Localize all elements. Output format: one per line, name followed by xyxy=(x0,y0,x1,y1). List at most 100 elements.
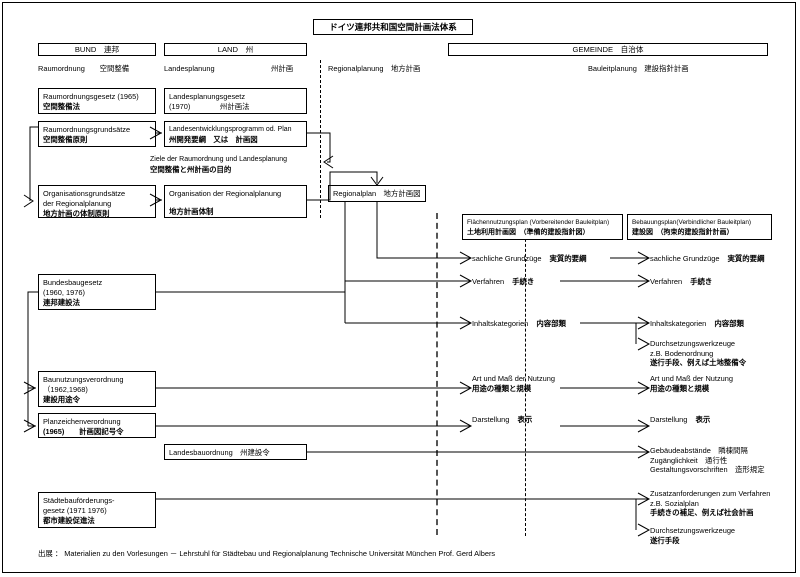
column-header-bund: BUND 連邦 xyxy=(38,43,156,56)
box-planzeichenverordnung-line1: Planzeichenverordnung xyxy=(43,417,121,426)
row-art-und-mass-bplan-jp: 用途の種類と規模 xyxy=(650,384,710,393)
row-durchsetzungswerkzeuge-1: Durchsetzungswerkzeuge z.B. Bodenordnung… xyxy=(650,339,746,368)
text-ziele-line2: 空間整備と州計画の目的 xyxy=(150,164,232,174)
column-header-land: LAND 州 xyxy=(164,43,307,56)
row-durchsetzungswerkzeuge-1-line3: 遂行手段、例えば土地整備令 xyxy=(650,358,747,367)
box-landesentwicklungsprogramm-line1: Landesentwicklungsprogramm od. Plan xyxy=(169,126,292,133)
column-subtitle-raumordnung: Raumordnung 空間整備 xyxy=(38,64,129,74)
row-sachliche-grundzuege-bplan: sachliche Grundzüge 実質的要綱 xyxy=(650,254,764,264)
box-organisation-regionalplanung-line1: Organisation der Regionalplanung xyxy=(169,189,282,198)
column-header-bund-label: BUND 連邦 xyxy=(74,45,120,54)
column-subtitle-bauleitplanung-label: Bauleitplanung 建設指針計画 xyxy=(588,64,689,73)
source-note-label: 出展 ： Materialien zu den Vorlesungen － Le… xyxy=(38,549,496,558)
text-ziele: Ziele der Raumordnung und Landesplanung … xyxy=(150,155,325,174)
column-header-land-label: LAND 州 xyxy=(217,45,254,54)
row-durchsetzungswerkzeuge-2: Durchsetzungswerkzeuge 遂行手段 xyxy=(650,526,735,545)
box-baunutzungsverordnung-line1: Baunutzungsverordnung xyxy=(43,375,124,384)
row-verfahren-bplan-de: Verfahren xyxy=(650,277,683,286)
box-planzeichenverordnung-line2: (1965) 計画図記号令 xyxy=(43,427,124,436)
box-planzeichenverordnung: Planzeichenverordnung (1965) 計画図記号令 xyxy=(38,413,156,438)
row-zusatzanforderungen-line1: Zusatzanforderungen zum Verfahren xyxy=(650,489,771,498)
box-landesplanungsgesetz: Landesplanungsgesetz (1970) 州計画法 xyxy=(164,88,307,114)
box-staedtebaufoerderungsgesetz-line3: 都市建設促進法 xyxy=(43,516,95,525)
row-inhaltskategorien-fnp: Inhaltskategorien 内容部類 xyxy=(472,319,566,329)
box-flaechennutzungsplan-line2: 土地利用計画図 （準備的建設指針図） xyxy=(467,229,590,236)
box-landesentwicklungsprogramm: Landesentwicklungsprogramm od. Plan 州開発要… xyxy=(164,121,307,147)
diagram-title-box: ドイツ連邦共和国空間計画法体系 xyxy=(313,19,473,35)
row-darstellung-bplan-de: Darstellung xyxy=(650,415,688,424)
divider-fnp-bplan xyxy=(525,214,526,536)
row-gebaeudeabstaende-line1: Gebäudeabstände 隣棟間隔 xyxy=(650,446,748,455)
box-staedtebaufoerderungsgesetz: Städtebauförderungs- gesetz (1971 1976) … xyxy=(38,492,156,528)
row-sachliche-grundzuege-fnp-de: sachliche Grundzüge xyxy=(472,254,542,263)
column-subtitle-landesplanung-jp-label: 州計画 xyxy=(271,64,294,73)
box-bebauungsplan: Bebauungsplan(Verbindlicher Bauleitplan)… xyxy=(627,214,772,240)
box-organisationsgrundsaetze: Organisationsgrundsätze der Regionalplan… xyxy=(38,185,156,218)
row-gebaeudeabstaende: Gebäudeabstände 隣棟間隔 Zugänglichkeit 通行性 … xyxy=(650,446,765,475)
row-durchsetzungswerkzeuge-2-line1: Durchsetzungswerkzeuge xyxy=(650,526,736,535)
row-inhaltskategorien-bplan: Inhaltskategorien 内容部類 xyxy=(650,319,744,329)
box-landesbauordnung-line1: Landesbauordnung 州建設令 xyxy=(169,448,270,457)
diagram-title: ドイツ連邦共和国空間計画法体系 xyxy=(329,22,457,32)
source-note: 出展 ： Materialien zu den Vorlesungen － Le… xyxy=(38,548,495,559)
box-bundesbaugesetz: Bundesbaugesetz (1960, 1976) 連邦建設法 xyxy=(38,274,156,310)
row-art-und-mass-fnp: Art und Maß der Nutzung 用途の種類と規模 xyxy=(472,374,555,394)
column-subtitle-landesplanung-label: Landesplanung xyxy=(164,64,215,73)
box-bundesbaugesetz-line3: 連邦建設法 xyxy=(43,298,80,307)
box-regionalplan-line1: Regionalplan 地方計画図 xyxy=(333,189,421,198)
column-subtitle-regionalplanung: Regionalplanung 地方計画 xyxy=(328,64,420,74)
box-bebauungsplan-line1: Bebauungsplan(Verbindlicher Bauleitplan) xyxy=(632,219,752,226)
row-zusatzanforderungen-line3: 手続きの補足、例えば社会計画 xyxy=(650,508,754,517)
row-verfahren-bplan-jp: 手続き xyxy=(690,277,713,286)
box-landesplanungsgesetz-line1: Landesplanungsgesetz xyxy=(169,92,246,101)
column-header-gemeinde: GEMEINDE 自治体 xyxy=(448,43,768,56)
row-inhaltskategorien-bplan-de: Inhaltskategorien xyxy=(650,319,707,328)
box-raumordnungsgrundsaetze-line1: Raumordnungsgrundsätze xyxy=(43,125,131,134)
row-sachliche-grundzuege-bplan-de: sachliche Grundzüge xyxy=(650,254,720,263)
row-verfahren-fnp: Verfahren 手続き xyxy=(472,277,534,287)
box-organisation-regionalplanung-line2: 地方計画体制 xyxy=(169,207,214,216)
box-flaechennutzungsplan-line1: Flächennutzungsplan (Vorbereitender Baul… xyxy=(467,219,610,226)
row-gebaeudeabstaende-line2: Zugänglichkeit 通行性 xyxy=(650,455,728,465)
box-organisationsgrundsaetze-line3: 地方計画の体制原則 xyxy=(43,209,110,218)
box-landesplanungsgesetz-line2: (1970) 州計画法 xyxy=(169,102,250,111)
row-sachliche-grundzuege-bplan-jp: 実質的要綱 xyxy=(727,254,765,263)
box-baunutzungsverordnung: Baunutzungsverordnung （1962,1968) 建設用途令 xyxy=(38,371,156,407)
row-sachliche-grundzuege-fnp: sachliche Grundzüge 実質的要綱 xyxy=(472,254,586,264)
box-flaechennutzungsplan: Flächennutzungsplan (Vorbereitender Baul… xyxy=(462,214,623,240)
row-zusatzanforderungen-line2: z.B. Sozialplan xyxy=(650,498,699,508)
column-subtitle-raumordnung-label: Raumordnung 空間整備 xyxy=(38,64,130,73)
box-raumordnungsgesetz: Raumordnungsgesetz (1965) 空間整備法 xyxy=(38,88,156,114)
text-ziele-line1: Ziele der Raumordnung und Landesplanung xyxy=(150,156,287,163)
row-darstellung-fnp: Darstellung 表示 xyxy=(472,415,532,425)
column-subtitle-bauleitplanung: Bauleitplanung 建設指針計画 xyxy=(588,64,689,74)
box-bebauungsplan-line2: 建設図 （拘束的建設指針計画） xyxy=(632,229,734,236)
row-verfahren-bplan: Verfahren 手続き xyxy=(650,277,712,287)
divider-land-regional xyxy=(320,60,321,218)
row-durchsetzungswerkzeuge-1-line1: Durchsetzungswerkzeuge xyxy=(650,339,736,348)
box-raumordnungsgrundsaetze: Raumordnungsgrundsätze 空間整備原則 xyxy=(38,121,156,147)
row-art-und-mass-fnp-jp: 用途の種類と規模 xyxy=(472,384,532,393)
column-subtitle-landesplanung-jp: 州計画 xyxy=(271,64,293,74)
column-subtitle-regionalplanung-label: Regionalplanung 地方計画 xyxy=(328,64,421,73)
box-organisationsgrundsaetze-line2: der Regionalplanung xyxy=(43,199,112,208)
column-header-gemeinde-label: GEMEINDE 自治体 xyxy=(572,45,644,54)
box-landesbauordnung: Landesbauordnung 州建設令 xyxy=(164,444,307,460)
box-staedtebaufoerderungsgesetz-line2: gesetz (1971 1976) xyxy=(43,506,107,515)
box-raumordnungsgesetz-line1: Raumordnungsgesetz (1965) xyxy=(43,92,139,101)
box-organisation-regionalplanung: Organisation der Regionalplanung 地方計画体制 xyxy=(164,185,307,218)
box-staedtebaufoerderungsgesetz-line1: Städtebauförderungs- xyxy=(43,496,115,505)
box-bundesbaugesetz-line2: (1960, 1976) xyxy=(43,288,85,297)
row-art-und-mass-bplan-de: Art und Maß der Nutzung xyxy=(650,374,733,383)
row-inhaltskategorien-fnp-jp: 内容部類 xyxy=(536,319,566,328)
row-inhaltskategorien-fnp-de: Inhaltskategorien xyxy=(472,319,529,328)
box-raumordnungsgrundsaetze-line2: 空間整備原則 xyxy=(43,135,88,144)
row-darstellung-bplan: Darstellung 表示 xyxy=(650,415,710,425)
box-landesentwicklungsprogramm-line2: 州開発要綱 又は 計画図 xyxy=(169,135,258,144)
row-zusatzanforderungen: Zusatzanforderungen zum Verfahren z.B. S… xyxy=(650,489,770,518)
box-bundesbaugesetz-line1: Bundesbaugesetz xyxy=(43,278,103,287)
row-inhaltskategorien-bplan-jp: 内容部類 xyxy=(714,319,744,328)
column-subtitle-landesplanung: Landesplanung xyxy=(164,64,215,74)
